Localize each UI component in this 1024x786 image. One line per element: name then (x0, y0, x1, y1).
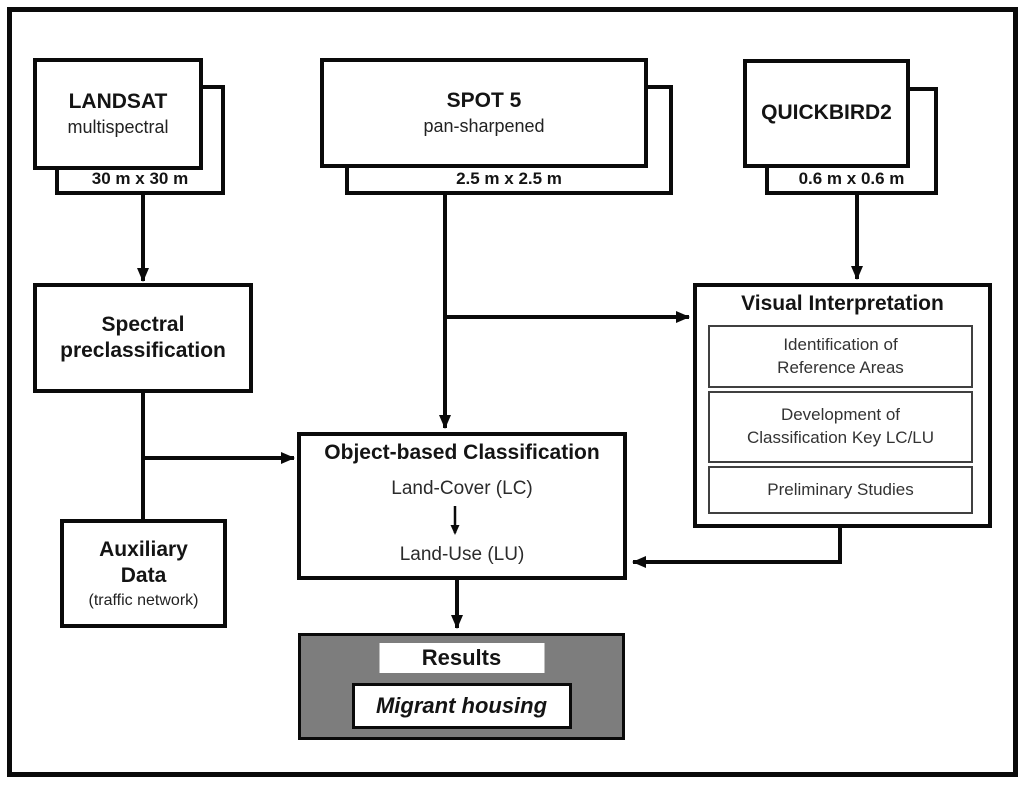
landsat-box: LANDSAT multispectral (33, 58, 203, 170)
object-based-classification-title: Object-based Classification (324, 441, 600, 464)
outer-frame (7, 7, 1018, 777)
object-based-classification-box: Object-based Classification Land-Cover (… (297, 432, 627, 580)
auxiliary-data-title: Auxiliary Data (99, 538, 188, 588)
results-box: Results Migrant housing (298, 633, 625, 740)
land-use-label: Land-Use (LU) (399, 544, 525, 565)
step-development-classification-key: Development of Classification Key LC/LU (708, 391, 973, 463)
step-identification-reference-areas: Identification of Reference Areas (708, 325, 973, 388)
spot-subtitle: pan-sharpened (423, 116, 545, 137)
landsat-resolution-label: 30 m x 30 m (91, 169, 189, 188)
auxiliary-data-note: (traffic network) (88, 591, 199, 609)
quickbird-title: QUICKBIRD2 (761, 101, 892, 125)
spectral-preclassification-title: Spectral preclassification (60, 312, 226, 362)
spot-title: SPOT 5 (446, 89, 522, 113)
visual-interpretation-title: Visual Interpretation (741, 292, 944, 315)
landsat-subtitle: multispectral (67, 117, 169, 138)
step-preliminary-studies: Preliminary Studies (708, 466, 973, 514)
quickbird-box: QUICKBIRD2 (743, 59, 910, 168)
auxiliary-data-box: Auxiliary Data (traffic network) (60, 519, 227, 628)
migrant-housing-label: Migrant housing (351, 683, 572, 729)
spot-resolution-label: 2.5 m x 2.5 m (456, 169, 562, 188)
results-title: Results (379, 643, 544, 673)
spectral-preclassification-box: Spectral preclassification (33, 283, 253, 393)
spot-box: SPOT 5 pan-sharpened (320, 58, 648, 168)
land-cover-label: Land-Cover (LC) (391, 478, 533, 499)
quickbird-resolution-label: 0.6 m x 0.6 m (798, 169, 905, 188)
landsat-title: LANDSAT (68, 90, 168, 114)
visual-interpretation-box: Visual Interpretation Identification of … (693, 283, 992, 528)
